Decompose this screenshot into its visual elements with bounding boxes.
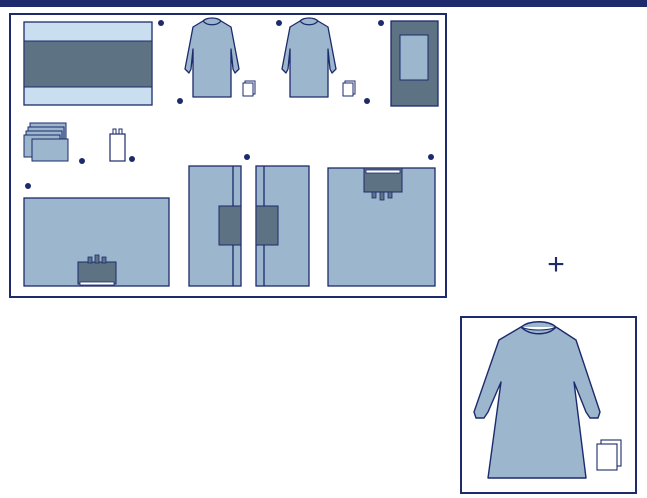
marker-g bbox=[129, 156, 135, 162]
marker-h bbox=[244, 154, 250, 160]
towel-stack-icon bbox=[24, 123, 68, 161]
marker-d bbox=[364, 98, 370, 104]
mayo-stand-cover bbox=[391, 21, 438, 106]
lower-drape bbox=[24, 198, 169, 286]
hand-towel-1-icon bbox=[243, 81, 255, 96]
split-drape-right bbox=[256, 166, 309, 286]
table-cover bbox=[24, 22, 152, 105]
plus-icon: + bbox=[541, 250, 571, 280]
marker-f bbox=[79, 158, 85, 164]
marker-a bbox=[158, 20, 164, 26]
marker-b bbox=[177, 98, 183, 104]
marker-c bbox=[276, 20, 282, 26]
marker-i bbox=[428, 154, 434, 160]
marker-e bbox=[378, 20, 384, 26]
adhesive-drape bbox=[328, 168, 435, 286]
surgical-gown-2-icon bbox=[282, 18, 336, 97]
marker-j bbox=[25, 183, 31, 189]
extra-gown-frame bbox=[460, 316, 637, 494]
split-drape-left bbox=[189, 166, 241, 286]
surgical-gown-1-icon bbox=[185, 18, 239, 97]
hand-towel-2-icon bbox=[343, 81, 355, 96]
bottle-icon bbox=[110, 129, 125, 161]
